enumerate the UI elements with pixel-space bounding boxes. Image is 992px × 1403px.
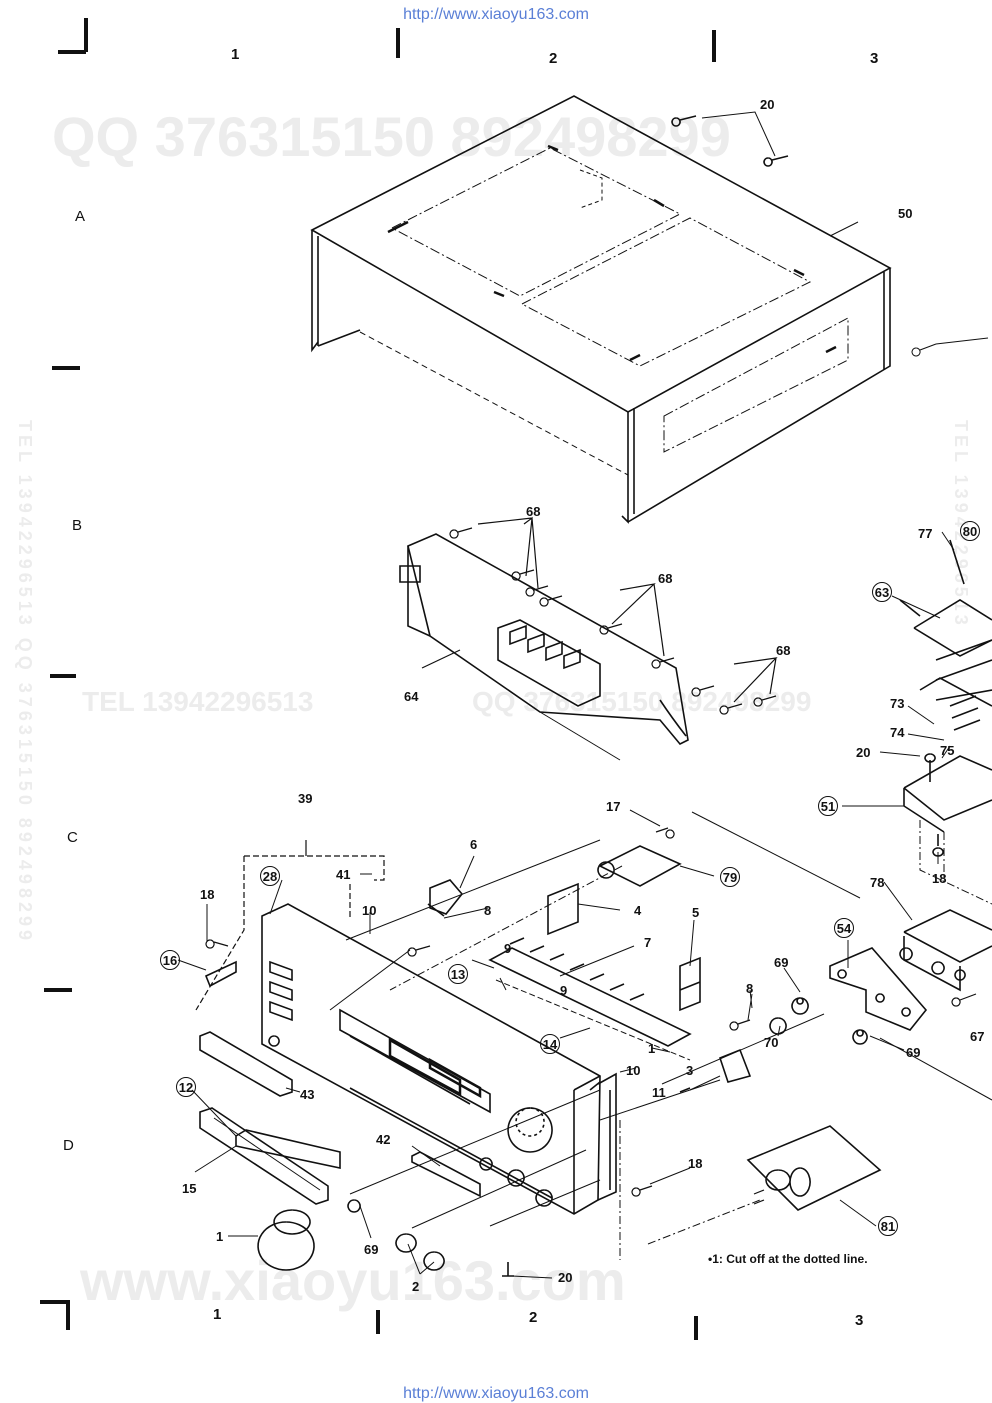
front-panel-parts: [199, 939, 653, 1277]
part-label-5: 5: [692, 905, 700, 920]
part-label-11: 11: [652, 1085, 666, 1100]
watermark-mid-qq: QQ 376315150 892498299: [472, 686, 812, 717]
part-label-14: 14: [540, 1034, 560, 1054]
part-label-18: 18: [932, 871, 947, 886]
part-label-3: 3: [686, 1063, 694, 1078]
part-label-20: 20: [856, 745, 871, 760]
part-label-70: 70: [764, 1035, 779, 1050]
mechanism-parts: [329, 811, 882, 1260]
part-label-10: 10: [362, 903, 377, 918]
part-label-54: 54: [834, 918, 854, 938]
part-label-20: 20: [558, 1270, 573, 1285]
footer-url[interactable]: http://www.xiaoyu163.com: [403, 1385, 589, 1402]
part-label-17: 17: [606, 799, 621, 814]
part-label-64: 64: [404, 689, 419, 704]
watermark-tel: TEL 13942296513: [82, 686, 314, 717]
part-label-78: 78: [870, 875, 885, 890]
part-label-4: 4: [634, 903, 642, 918]
grid-col-bottom-3: 3: [855, 1312, 864, 1329]
part-label-1: 1: [648, 1041, 656, 1056]
grid-col-bottom-2: 2: [529, 1309, 538, 1326]
bracket-54: [661, 940, 992, 1101]
part-label-51: 51: [818, 796, 838, 816]
right-assembly: [842, 539, 992, 992]
part-label-8: 8: [484, 903, 492, 918]
cover-screws: [671, 111, 989, 357]
part-label-41: 41: [336, 867, 351, 882]
part-label-2: 2: [412, 1279, 420, 1294]
grid-col-bottom-1: 1: [213, 1306, 222, 1323]
grid-row-b: B: [72, 517, 83, 534]
part-label-7: 7: [644, 935, 652, 950]
part-label-6: 6: [470, 837, 478, 852]
part-label-42: 42: [376, 1132, 391, 1147]
part-label-10: 10: [626, 1063, 641, 1078]
part-label-9: 9: [560, 983, 568, 998]
grid-col-top-3: 3: [870, 50, 879, 67]
part-label-79: 79: [720, 867, 740, 887]
registration-marks: [40, 18, 716, 1340]
grid-row-c: C: [67, 829, 78, 846]
part-label-77: 77: [918, 526, 933, 541]
part-label-69: 69: [774, 955, 789, 970]
part-label-9: 9: [504, 941, 512, 956]
part-label-20: 20: [760, 97, 775, 112]
part-label-1: 1: [216, 1229, 224, 1244]
part-label-75: 75: [940, 743, 955, 758]
rear-panel-64: [399, 533, 689, 761]
part-label-39: 39: [298, 791, 313, 806]
part-label-69: 69: [906, 1045, 921, 1060]
part-label-68: 68: [776, 643, 791, 658]
part-label-68: 68: [658, 571, 673, 586]
part-label-15: 15: [182, 1181, 197, 1196]
group-bracket-39: [195, 840, 385, 1011]
watermark-qq: QQ 376315150 892498299: [52, 105, 731, 168]
part-label-16: 16: [160, 950, 180, 970]
part-label-63: 63: [872, 582, 892, 602]
watermark-site: www.xiaoyu163.com: [80, 1249, 626, 1312]
part-label-68: 68: [526, 504, 541, 519]
part-label-18: 18: [688, 1156, 703, 1171]
grid-col-top-2: 2: [549, 50, 558, 67]
part-label-13: 13: [448, 964, 468, 984]
part-label-73: 73: [890, 696, 905, 711]
leader-lines: [177, 531, 955, 1279]
part-label-28: 28: [260, 866, 280, 886]
header-url[interactable]: http://www.xiaoyu163.com: [403, 6, 589, 23]
part-label-12: 12: [176, 1077, 196, 1097]
front-panel-28: [261, 903, 617, 1215]
grid-row-a: A: [75, 208, 86, 225]
watermark-vertical-left: TEL 13942296513 QQ 376315150 892498299: [15, 420, 35, 944]
part-label-80: 80: [960, 521, 980, 541]
part-label-43: 43: [300, 1087, 315, 1102]
part-label-8: 8: [746, 981, 754, 996]
part-label-74: 74: [890, 725, 905, 740]
grid-row-d: D: [63, 1137, 74, 1154]
cut-off-note: •1: Cut off at the dotted line.: [708, 1252, 868, 1266]
grid-col-top-1: 1: [231, 46, 240, 63]
part-label-50: 50: [898, 206, 913, 221]
rear-panel-screws: [421, 516, 778, 715]
part-label-81: 81: [878, 1216, 898, 1236]
top-cover-50: [310, 95, 892, 524]
part-label-18: 18: [200, 887, 215, 902]
part-label-67: 67: [970, 1029, 985, 1044]
part-label-69: 69: [364, 1242, 379, 1257]
